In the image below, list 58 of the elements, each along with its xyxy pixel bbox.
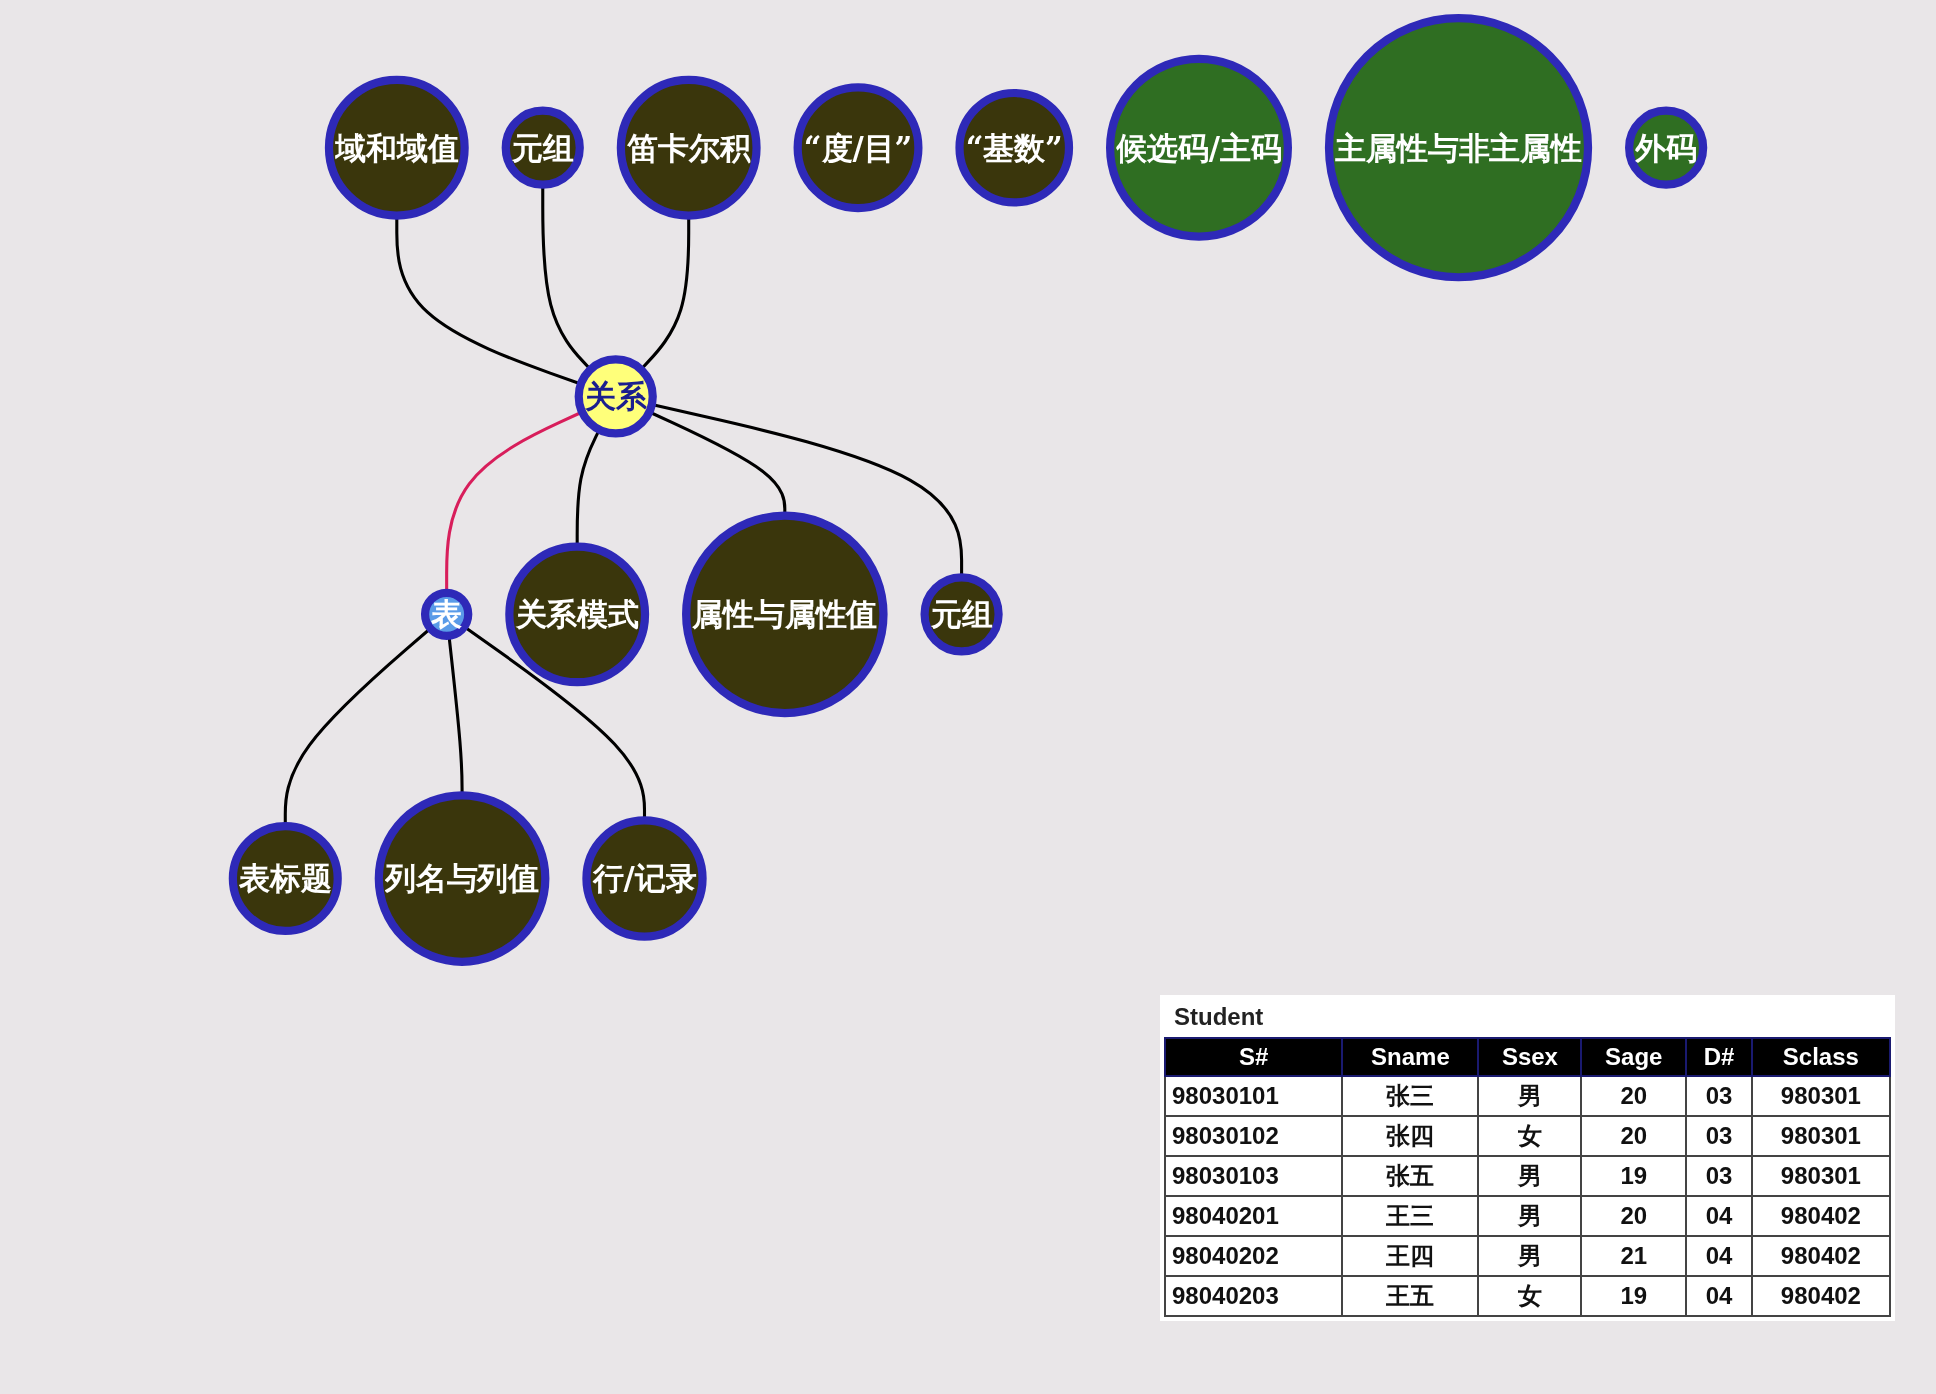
column-heading: Sage xyxy=(1581,1038,1687,1076)
table-value: 19 xyxy=(1581,1156,1687,1196)
table-value: 张四 xyxy=(1342,1116,1479,1156)
table-value: 张三 xyxy=(1342,1076,1479,1116)
node-circle: 元组 xyxy=(920,573,1003,656)
column-heading: Ssex xyxy=(1478,1038,1582,1076)
table-value: 980402 xyxy=(1751,1196,1890,1236)
table-value: 03 xyxy=(1686,1076,1752,1116)
node-circle: “基数” xyxy=(955,88,1074,207)
node-circle: 表标题 xyxy=(228,822,342,936)
table-title: Student xyxy=(1173,1002,1265,1032)
table-value: 张五 xyxy=(1342,1156,1479,1196)
node-circle: 关系 xyxy=(574,355,657,438)
table-value: 王五 xyxy=(1342,1276,1479,1316)
table-value: 04 xyxy=(1686,1236,1752,1276)
column-heading: Sname xyxy=(1342,1038,1479,1076)
table-value: 女 xyxy=(1478,1276,1582,1316)
table-value: 王三 xyxy=(1342,1196,1479,1236)
node-circle: 行/记录 xyxy=(582,816,707,941)
table-value: 王四 xyxy=(1342,1236,1479,1276)
node-circle: 列名与列值 xyxy=(374,791,550,966)
table-value: 男 xyxy=(1478,1196,1582,1236)
table-value: 980402 xyxy=(1751,1276,1890,1316)
table-value: 03 xyxy=(1686,1156,1752,1196)
column-heading: D# xyxy=(1686,1038,1752,1076)
node-circle: 关系模式 xyxy=(505,542,650,687)
table-value: 980402 xyxy=(1751,1236,1890,1276)
table-value: 20 xyxy=(1581,1196,1687,1236)
column-heading: Sclass xyxy=(1751,1038,1890,1076)
column-heading: S# xyxy=(1165,1038,1343,1076)
table-value: 男 xyxy=(1478,1076,1582,1116)
table-value: 98040203 xyxy=(1165,1276,1343,1316)
node-circle: 外码 xyxy=(1625,106,1708,189)
node-circle: 笛卡尔积 xyxy=(616,75,761,220)
node-circle: 候选码/主码 xyxy=(1106,54,1292,241)
node-circle: 表 xyxy=(420,588,473,641)
table-value: 20 xyxy=(1581,1116,1687,1156)
table-value: 04 xyxy=(1686,1196,1752,1236)
table-value: 04 xyxy=(1686,1276,1752,1316)
table-value: 98030103 xyxy=(1165,1156,1343,1196)
table-value: 03 xyxy=(1686,1116,1752,1156)
table-value: 女 xyxy=(1478,1116,1582,1156)
table-value: 98040201 xyxy=(1165,1196,1343,1236)
table-value: 男 xyxy=(1478,1156,1582,1196)
table-value: 98030102 xyxy=(1165,1116,1343,1156)
table-value: 98030101 xyxy=(1165,1076,1343,1116)
node-circle: 主属性与非主属性 xyxy=(1324,14,1593,282)
node-circle: 属性与属性值 xyxy=(682,511,888,718)
table-value: 21 xyxy=(1581,1236,1687,1276)
table-value: 980301 xyxy=(1751,1116,1890,1156)
table-value: 19 xyxy=(1581,1276,1687,1316)
node-circle: 元组 xyxy=(501,106,584,189)
table-value: 980301 xyxy=(1751,1156,1890,1196)
table-value: 98040202 xyxy=(1165,1236,1343,1276)
table-value: 20 xyxy=(1581,1076,1687,1116)
table-value: 男 xyxy=(1478,1236,1582,1276)
node-circle: “度/目” xyxy=(793,83,923,213)
table-value: 980301 xyxy=(1751,1076,1890,1116)
